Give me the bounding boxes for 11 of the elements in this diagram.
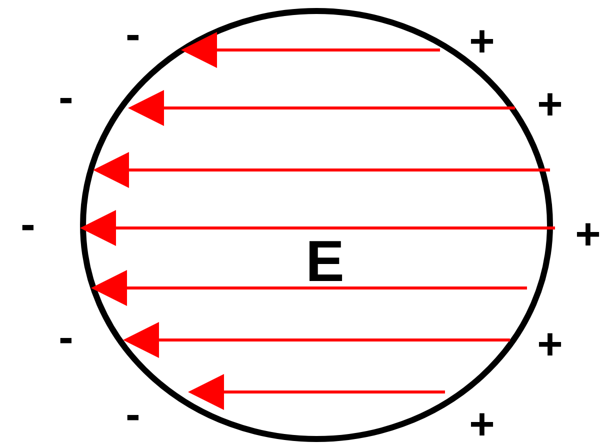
field-symbol: E: [306, 233, 344, 291]
positive-charge-sign: +: [537, 323, 563, 367]
positive-charge-sign: +: [537, 83, 563, 127]
negative-charge-sign: -: [58, 316, 74, 360]
negative-charge-sign: -: [20, 203, 36, 247]
negative-charge-sign: -: [126, 13, 140, 57]
negative-charge-sign: -: [58, 76, 74, 120]
negative-charge-sign: -: [126, 393, 140, 437]
positive-charge-sign: +: [575, 213, 601, 257]
positive-charge-sign: +: [469, 403, 495, 444]
positive-charge-sign: +: [469, 20, 495, 64]
